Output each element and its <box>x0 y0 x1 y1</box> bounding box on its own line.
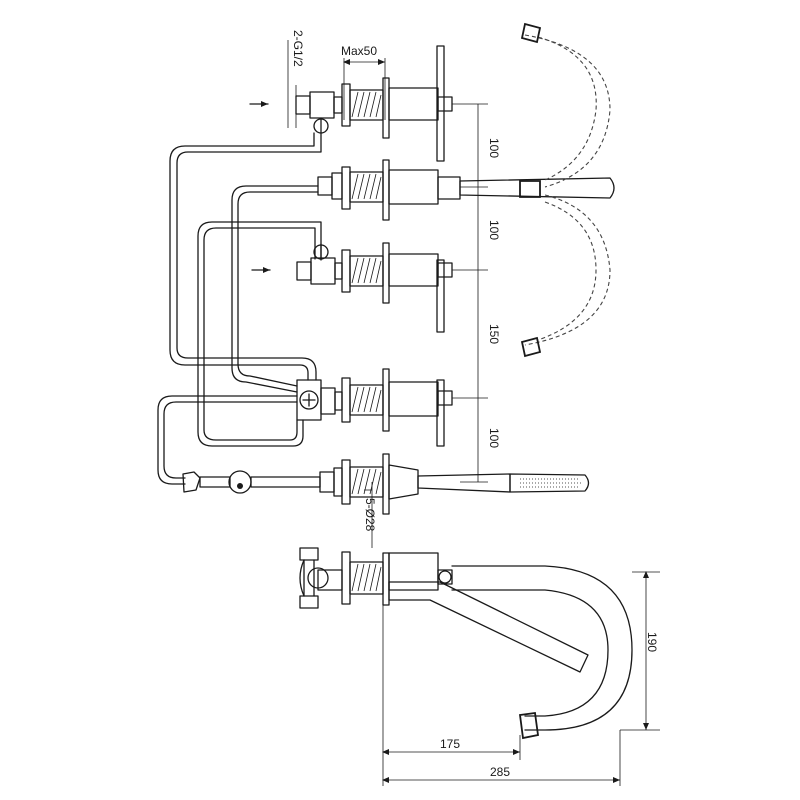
spacing-label-4: 100 <box>487 428 501 448</box>
length-label: 285 <box>490 765 510 779</box>
side-view <box>299 547 633 742</box>
spacing-label-1: 100 <box>487 138 501 158</box>
connection-label: 2-G1/2 <box>291 30 305 67</box>
valve-diverter <box>296 368 453 447</box>
max-thickness-dimension: Max50 <box>341 44 386 120</box>
valve-hot <box>295 45 453 162</box>
spacing-dimensions: 100 100 150 100 <box>452 103 501 483</box>
spout-swing-arcs <box>520 22 611 358</box>
valve-handshower <box>319 453 590 515</box>
connection-dimension: 2-G1/2 <box>287 30 305 128</box>
hole-dimension: 5-Ø28 <box>363 482 384 548</box>
max-thickness-label: Max50 <box>341 44 377 58</box>
hoses <box>157 132 322 485</box>
height-label: 190 <box>645 632 659 652</box>
reach-label: 175 <box>440 737 460 751</box>
valve-cold <box>296 242 453 333</box>
hole-label: 5-Ø28 <box>363 498 377 532</box>
spacing-label-2: 100 <box>487 220 501 240</box>
valve-spout <box>317 159 615 221</box>
side-dimensions: 190 175 285 <box>382 571 660 786</box>
hose-connector <box>182 470 321 494</box>
spacing-label-3: 150 <box>487 324 501 344</box>
